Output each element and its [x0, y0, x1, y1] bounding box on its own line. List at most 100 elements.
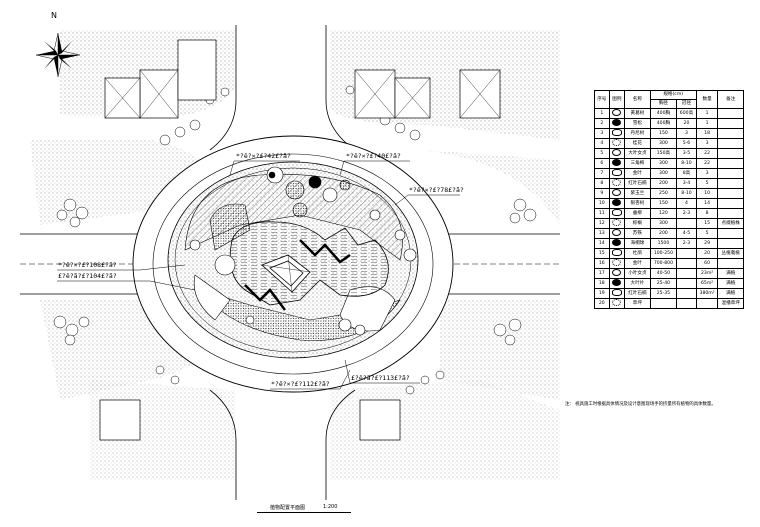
- plant-symbol-4-icon: [612, 139, 622, 147]
- buildings: [99, 39, 501, 441]
- header-spec: 规格(cm): [649, 89, 697, 101]
- cell-no: 5: [594, 148, 610, 160]
- cell-symbol: [608, 158, 626, 170]
- ring-shrubs: [53, 85, 537, 395]
- cell-dbh: 200: [649, 178, 678, 190]
- cell-crown: 8高: [676, 168, 697, 180]
- cell-name: 苏铁: [624, 228, 651, 240]
- cell-qty: 8: [695, 208, 719, 220]
- plant-symbol-10-icon: [612, 199, 622, 207]
- cell-no: 1: [594, 108, 610, 120]
- central-pond: [229, 221, 389, 311]
- cell-dbh: 1500: [649, 238, 678, 250]
- cell-dbh: 120: [649, 208, 678, 220]
- plant-symbol-1-icon: [612, 109, 622, 117]
- cell-name: 黄葛树: [624, 108, 651, 120]
- cell-note: [717, 128, 744, 140]
- table-subheader-row: 胸径 冠径: [595, 99, 744, 110]
- cell-note: 混播草坪: [717, 298, 744, 310]
- cell-no: 6: [594, 158, 610, 170]
- plant-symbol-15-icon: [611, 249, 622, 257]
- cell-name: 紫玉兰: [624, 188, 651, 200]
- cell-no: 12: [594, 218, 610, 230]
- label-annotation-2: *?ê?×?£?40£?ã?: [346, 152, 401, 160]
- cell-no: 10: [594, 198, 610, 210]
- cell-note: [717, 238, 744, 250]
- cell-name: 桂花: [624, 138, 651, 150]
- plant-symbol-3-icon: [611, 129, 622, 137]
- cell-qty: 14: [695, 198, 719, 210]
- cell-symbol: [608, 168, 626, 180]
- cell-symbol: [608, 288, 626, 300]
- cell-symbol: [608, 188, 626, 200]
- cell-name: 大叶女贞: [624, 148, 651, 160]
- cell-no: 20: [594, 298, 610, 310]
- plant-symbol-8-icon: [612, 179, 622, 187]
- cell-name: 金叶: [624, 258, 651, 270]
- cell-symbol: [608, 278, 626, 290]
- cell-qty: 18: [695, 128, 719, 140]
- cell-dbh: 150: [649, 128, 678, 140]
- cell-note: 点缀植株: [717, 218, 744, 230]
- subheader-dbh: 胸径: [649, 99, 678, 110]
- cell-name: 杜鹃: [624, 248, 651, 260]
- cell-dbh: 300: [649, 218, 678, 230]
- cell-note: [717, 148, 744, 160]
- table-header-row: 序号 图例 名称 规格(cm) 数量 备注: [594, 89, 744, 110]
- label-leaders: [57, 160, 460, 390]
- header-name: 名称: [624, 89, 651, 110]
- label-annotation-5: £?ê?ã?£?104£?ã?: [58, 272, 117, 280]
- cell-dbh: 250: [649, 188, 678, 200]
- cell-crown: 3: [676, 128, 697, 140]
- cell-symbol: [608, 198, 626, 210]
- cell-name: 小叶女贞: [624, 268, 651, 280]
- cell-qty: 1: [695, 118, 719, 130]
- cell-name: 红叶石楠: [624, 178, 651, 190]
- cell-symbol: [608, 268, 626, 280]
- cell-no: 8: [594, 178, 610, 190]
- cell-note: [717, 178, 744, 190]
- label-annotation-7: £?ê?ã?£?113£?ã?: [351, 374, 410, 382]
- cell-dbh: 150: [649, 198, 678, 210]
- cell-crown: [676, 258, 697, 270]
- north-arrow-icon: [35, 32, 81, 78]
- label-annotation-3: *?ê?×?£?78£?ã?: [409, 186, 464, 194]
- cell-qty: 3: [695, 168, 719, 180]
- cell-dbh: 40-50: [649, 268, 678, 280]
- cell-dbh: [649, 298, 678, 310]
- plant-symbol-20-icon: [612, 299, 622, 307]
- cell-name: 三角梅: [624, 158, 651, 170]
- cell-symbol: [608, 298, 626, 310]
- cell-crown: [676, 298, 697, 310]
- cell-crown: [676, 278, 697, 290]
- plant-symbol-9-icon: [612, 189, 622, 197]
- cell-qty: 65m²: [695, 278, 719, 290]
- cell-qty: 23m²: [695, 268, 719, 280]
- plant-symbol-5-icon: [612, 149, 622, 157]
- cell-dbh: 200: [649, 228, 678, 240]
- cell-crown: 5-6: [676, 138, 697, 150]
- cell-symbol: [608, 238, 626, 250]
- cell-dbh: 700-800: [649, 258, 678, 270]
- cell-dbh: 400胸: [649, 108, 678, 120]
- cell-qty: 29: [695, 238, 719, 250]
- label-annotation-1: *?ê?×?£?42£?ã?: [236, 152, 291, 160]
- plant-symbol-13-icon: [612, 229, 622, 237]
- cell-dbh: 25-40: [649, 278, 678, 290]
